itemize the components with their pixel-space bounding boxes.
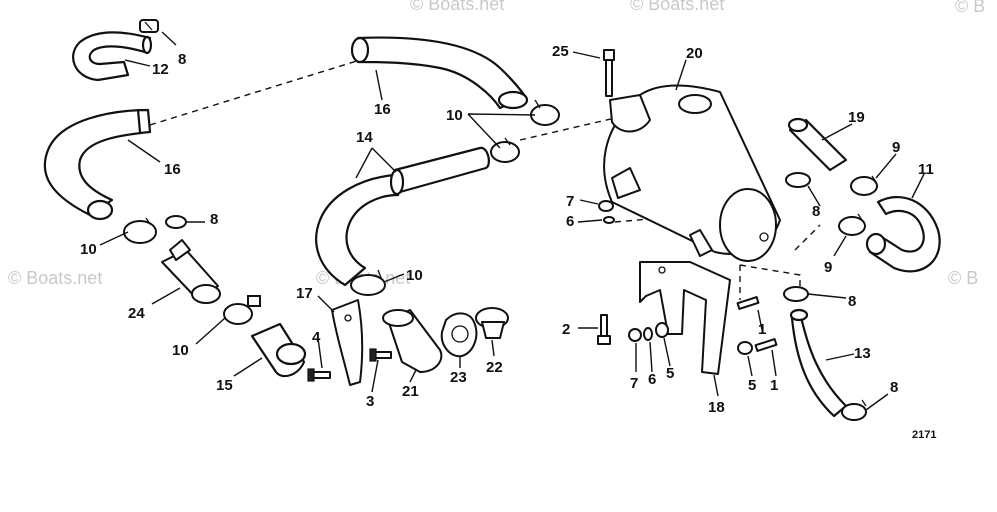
nut [628, 328, 642, 342]
hose-clamp [838, 213, 866, 236]
part-label: 20 [686, 45, 703, 62]
hose-clamp [350, 269, 386, 296]
part-label: 21 [402, 383, 419, 400]
nut [598, 200, 614, 212]
bolt [754, 338, 778, 352]
part-label: 8 [178, 51, 186, 68]
part-label: 8 [210, 211, 218, 228]
watermark: © Boats.net [410, 0, 504, 14]
heat-exchanger-tank [603, 84, 781, 262]
part-label: 9 [892, 139, 900, 156]
hose-u-right [865, 195, 941, 273]
washer [655, 322, 669, 338]
part-label: 25 [552, 43, 569, 60]
watermark: © Boats.net [8, 268, 102, 288]
thermostat [475, 307, 509, 339]
part-label: 6 [648, 371, 656, 388]
part-label: 22 [486, 359, 503, 376]
hose-clamp [490, 137, 520, 163]
pipe-fitting [161, 239, 221, 304]
washer [737, 341, 753, 355]
part-label: 9 [824, 259, 832, 276]
part-label: 2 [562, 321, 570, 338]
washer [603, 216, 615, 224]
part-label: 7 [630, 375, 638, 392]
part-label: 17 [296, 285, 313, 302]
hose-clamp [783, 286, 809, 302]
mounting-plate [331, 299, 364, 386]
part-label: 5 [748, 377, 756, 394]
part-label: 1 [758, 321, 766, 338]
bolt [369, 348, 392, 362]
part-label: 13 [854, 345, 871, 362]
part-label: 24 [128, 305, 145, 322]
hose-clamp [223, 295, 261, 325]
leader-lines [99, 31, 925, 411]
hose-elbow-large-top [350, 36, 529, 110]
part-label: 10 [446, 107, 463, 124]
part-label: 1 [770, 377, 778, 394]
part-label: 7 [566, 193, 574, 210]
figure-number: 2171 [912, 429, 936, 441]
hose-clamp [139, 19, 159, 33]
part-label: 12 [152, 61, 169, 78]
part-label: 10 [80, 241, 97, 258]
hose-clamp [530, 99, 560, 126]
hose-clamp [841, 399, 867, 421]
bolt [597, 314, 611, 345]
part-label: 8 [848, 293, 856, 310]
part-label: 18 [708, 399, 725, 416]
part-label: 23 [450, 369, 467, 386]
hose-clamp [123, 217, 157, 244]
hose-clamp [850, 175, 878, 196]
gasket [440, 312, 478, 358]
part-label: 4 [312, 329, 321, 346]
part-label: 10 [172, 342, 189, 359]
part-label: 15 [216, 377, 233, 394]
part-label: 8 [812, 203, 820, 220]
part-label: 6 [566, 213, 574, 230]
hose-clamp [785, 172, 811, 188]
bolt-long [603, 49, 615, 97]
part-label: 14 [356, 129, 373, 146]
hose-clamp [165, 215, 187, 229]
bolt [736, 296, 760, 310]
part-label: 5 [666, 365, 674, 382]
part-label: 3 [366, 393, 374, 410]
hose-elbow-bottom-right [789, 308, 848, 418]
washer [643, 327, 653, 341]
hose-u-small [72, 31, 153, 82]
part-label: 8 [890, 379, 898, 396]
part-label: 10 [406, 267, 423, 284]
mounting-bracket [639, 261, 731, 375]
hose-short-right [787, 117, 848, 172]
part-label: 19 [848, 109, 865, 126]
part-label: 16 [374, 101, 391, 118]
watermark: © Boats.net [630, 0, 724, 14]
part-label: 16 [164, 161, 181, 178]
part-label: 11 [918, 161, 934, 178]
watermark: © B [955, 0, 985, 16]
thermostat-housing [382, 309, 443, 373]
bolt [307, 368, 331, 382]
hose-elbow-large-left [43, 108, 152, 221]
part-labels: 8 12 16 10 8 24 10 15 16 10 14 10 17 4 3… [80, 43, 936, 441]
watermark: © B [948, 268, 978, 288]
hose-short [250, 322, 307, 378]
hose-elbow-middle [315, 146, 490, 287]
